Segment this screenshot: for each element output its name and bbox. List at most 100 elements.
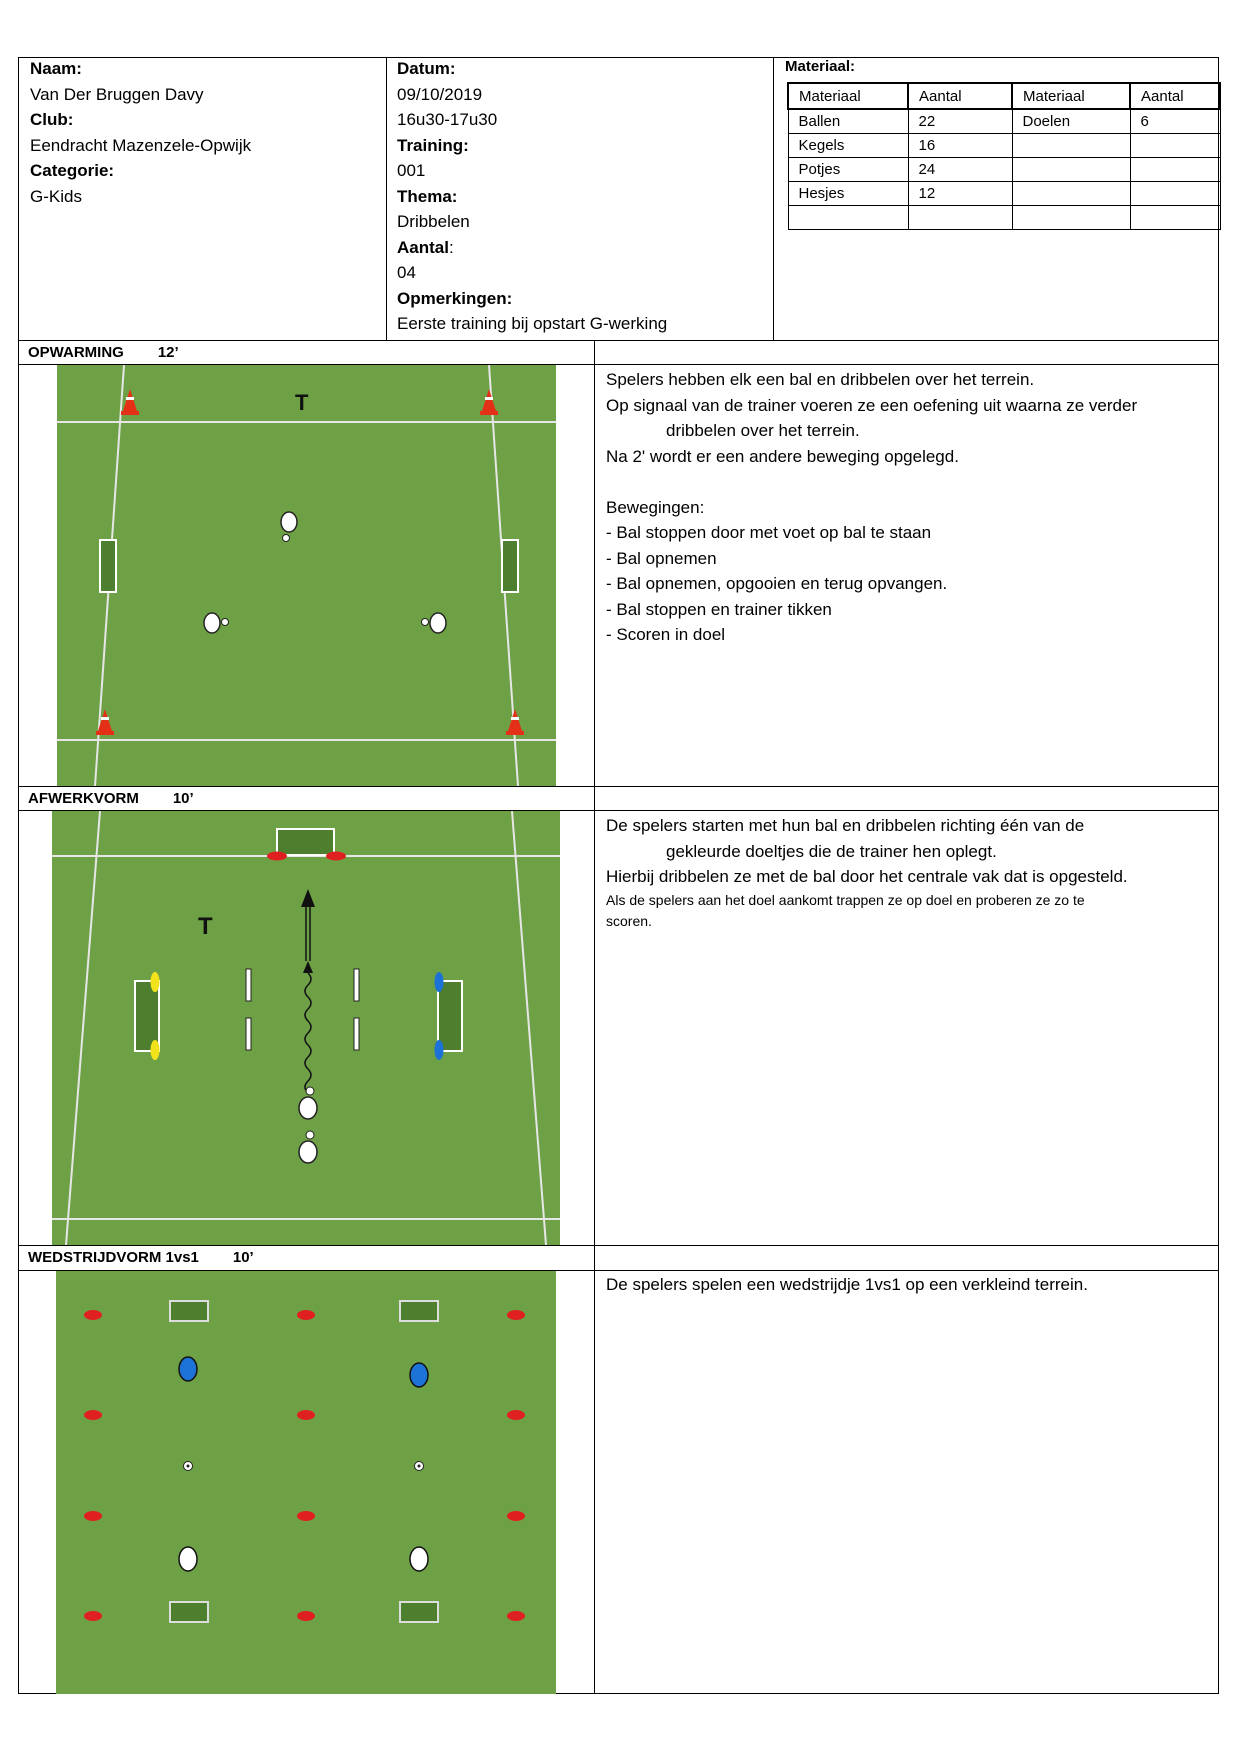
cone-icon — [84, 1410, 102, 1420]
description-line: Spelers hebben elk een bal en dribbelen … — [606, 370, 1035, 389]
description-line: De spelers starten met hun bal en dribbe… — [606, 816, 1085, 835]
pole-icon — [245, 1017, 252, 1051]
pole-icon — [353, 1017, 360, 1051]
trainer-info: Naam: Van Der Bruggen Davy Club: Eendrac… — [30, 56, 251, 209]
goal — [169, 1300, 209, 1322]
aantal-label: Aantal — [397, 237, 449, 257]
cone-icon — [121, 389, 139, 415]
cone-icon — [507, 1511, 525, 1521]
materiaal-cell: 6 — [1129, 108, 1221, 134]
description-line: Als de spelers aan het doel aankomt trap… — [606, 891, 1085, 908]
description-line: - Bal stoppen en trainer tikken — [606, 599, 832, 619]
section-minutes: 10’ — [172, 790, 194, 807]
materiaal-header-row: Materiaal Aantal Materiaal Aantal — [787, 82, 1221, 110]
cone-icon — [96, 709, 114, 735]
divider — [18, 364, 1219, 365]
player-blue-icon — [178, 1356, 198, 1382]
goal — [501, 539, 519, 593]
afwerkvorm-description: De spelers starten met hun bal en dribbe… — [606, 813, 1218, 932]
trainer-label: T — [295, 390, 309, 415]
cone-icon — [297, 1611, 315, 1621]
section-title-afwerkvorm: AFWERKVORM 10’ — [28, 790, 194, 807]
materiaal-cell — [787, 204, 909, 230]
materiaal-cell — [1129, 204, 1221, 230]
section-title: WEDSTRIJDVORM 1vs1 — [28, 1249, 199, 1266]
ball-icon — [414, 1461, 424, 1471]
cone-icon — [507, 1611, 525, 1621]
materiaal-cell: Doelen — [1011, 108, 1131, 134]
cone-icon — [480, 389, 498, 415]
section-minutes: 12’ — [157, 344, 179, 361]
description-line: - Bal opnemen — [606, 548, 717, 568]
club-value: Eendracht Mazenzele-Opwijk — [30, 135, 252, 155]
opmerkingen-label: Opmerkingen: — [397, 288, 513, 308]
goal-yellow — [134, 972, 160, 1060]
goal-blue — [434, 972, 463, 1060]
materiaal-cell: Ballen — [787, 108, 909, 134]
cone-icon — [506, 709, 524, 735]
player-white-icon — [178, 1546, 198, 1572]
opmerkingen-value: Eerste training bij opstart G-werking — [397, 314, 668, 333]
naam-label: Naam: — [30, 59, 82, 78]
cone-icon — [84, 1611, 102, 1621]
thema-value: Dribbelen — [397, 212, 470, 231]
materiaal-header-cell: Aantal — [907, 82, 1013, 110]
goal — [169, 1601, 209, 1623]
pole-icon — [245, 968, 252, 1002]
materiaal-cell — [1129, 132, 1221, 158]
opwarming-diagram: T — [57, 365, 556, 786]
afwerkvorm-diagram: T — [52, 811, 560, 1245]
player-white-icon — [409, 1546, 429, 1572]
materiaal-cell — [1011, 204, 1131, 230]
description-line: Hierbij dribbelen ze met de bal door het… — [606, 867, 1128, 886]
materiaal-cell — [1129, 156, 1221, 182]
materiaal-row: Hesjes 12 — [787, 180, 1221, 206]
materiaal-cell: Kegels — [787, 132, 909, 158]
cone-icon — [297, 1410, 315, 1420]
player-icon — [298, 1130, 318, 1164]
wedstrijdvorm-description: De spelers spelen een wedstrijdje 1vs1 o… — [606, 1272, 1218, 1298]
naam-value: Van Der Bruggen Davy — [30, 84, 204, 104]
aantal-value: 04 — [397, 263, 416, 282]
section-minutes: 10’ — [232, 1249, 254, 1266]
materiaal-row: Kegels 16 — [787, 132, 1221, 158]
materiaal-cell: 24 — [907, 156, 1013, 182]
cone-icon — [84, 1310, 102, 1320]
player-icon — [280, 511, 298, 542]
player-icon — [203, 612, 229, 634]
materiaal-cell: 12 — [907, 180, 1013, 206]
cone-icon — [507, 1310, 525, 1320]
materiaal-row: Ballen 22 Doelen 6 — [787, 108, 1221, 134]
materiaal-title: Materiaal: — [785, 58, 856, 75]
description-line: Bewegingen: — [606, 497, 705, 517]
training-label: Training: — [397, 135, 469, 155]
datum-label: Datum: — [397, 59, 456, 78]
goal — [267, 828, 346, 861]
description-line: Na 2' wordt er een andere beweging opgel… — [606, 446, 959, 466]
dribble-path-icon — [303, 961, 313, 1094]
tijd-value: 16u30-17u30 — [397, 110, 498, 129]
materiaal-row: Potjes 24 — [787, 156, 1221, 182]
ball-icon — [183, 1461, 193, 1471]
cone-icon — [507, 1410, 525, 1420]
description-line: - Scoren in doel — [606, 625, 726, 644]
materiaal-cell: 16 — [907, 132, 1013, 158]
opwarming-description: Spelers hebben elk een bal en dribbelen … — [606, 367, 1218, 648]
materiaal-header-cell: Materiaal — [787, 82, 909, 110]
materiaal-cell: 22 — [907, 108, 1013, 134]
materiaal-cell — [1011, 132, 1131, 158]
divider — [18, 340, 1219, 341]
description-line: - Bal opnemen, opgooien en terug opvange… — [606, 574, 948, 593]
training-value: 001 — [397, 161, 426, 180]
player-icon — [298, 1086, 318, 1120]
wedstrijdvorm-diagram — [56, 1271, 556, 1694]
description-line: scoren. — [606, 912, 652, 929]
materiaal-cell — [907, 204, 1013, 230]
materiaal-cell — [1011, 180, 1131, 206]
goal — [399, 1300, 439, 1322]
section-title: AFWERKVORM — [28, 790, 139, 807]
cone-icon — [84, 1511, 102, 1521]
materiaal-cell: Potjes — [787, 156, 909, 182]
page-frame — [18, 57, 1219, 1694]
